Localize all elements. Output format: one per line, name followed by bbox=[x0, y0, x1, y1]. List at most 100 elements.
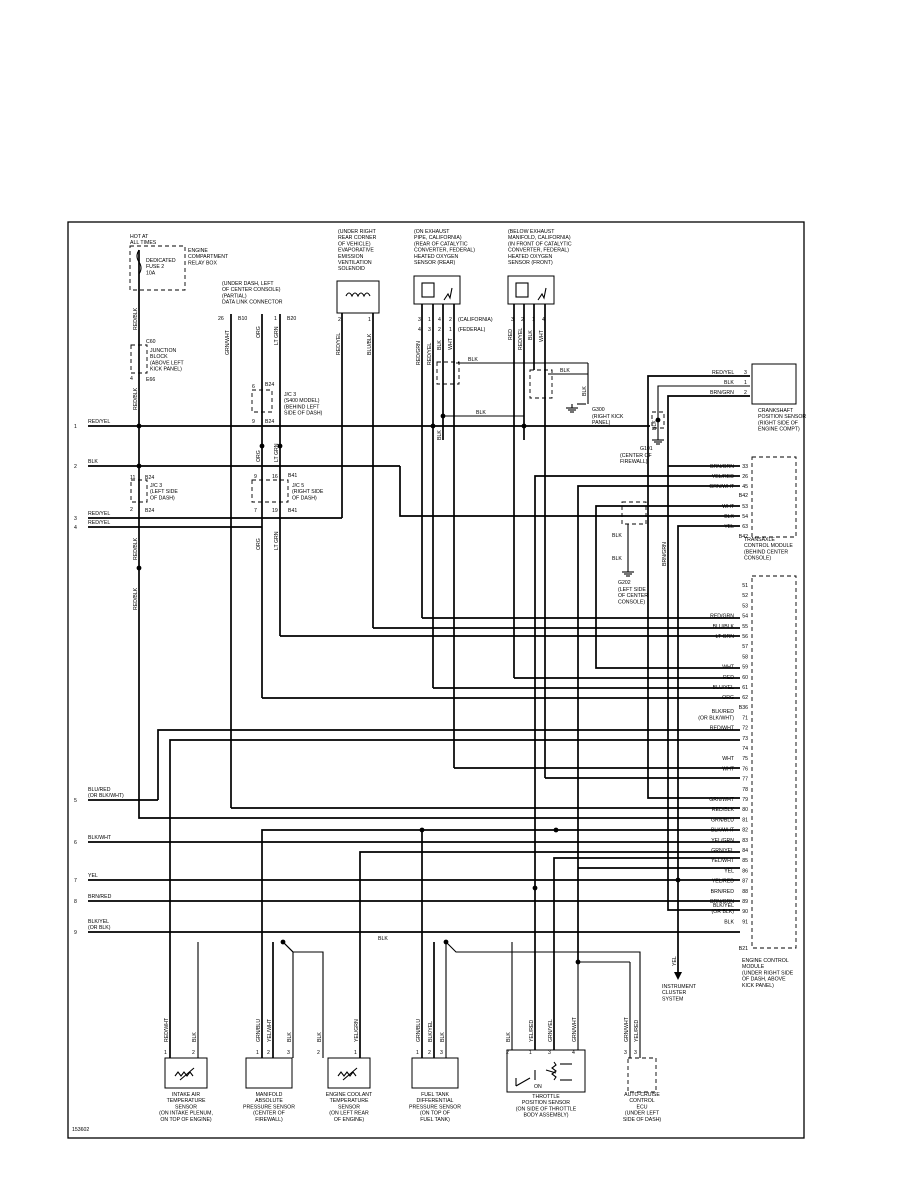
component-wire-label: GRN/YEL bbox=[548, 1019, 554, 1042]
component-pin-number: 1 bbox=[354, 1050, 357, 1056]
component-pin-number: 1 bbox=[164, 1050, 167, 1056]
left-terminal-num: 1 bbox=[74, 424, 77, 430]
wire-ckp-brn-grn bbox=[667, 395, 750, 911]
jc5-conn-a: B41 bbox=[288, 473, 297, 479]
left-terminal-wires bbox=[88, 425, 740, 933]
ect-sensor bbox=[327, 1057, 371, 1089]
component-wire-label: YEL/RED bbox=[634, 1020, 640, 1042]
ecm-pin-wire: BLK/RED(OR BLK/WHT) bbox=[698, 709, 734, 721]
ho2s-front-shield bbox=[529, 369, 553, 399]
ecm-pin-wire: GRN/WHT bbox=[709, 797, 735, 803]
tcm-pin-wire: BLK bbox=[724, 514, 734, 520]
ho2s-rear-shield bbox=[436, 361, 460, 385]
tcm-pin-number: 45 bbox=[742, 484, 748, 490]
ecm-pin-number: 59 bbox=[742, 665, 748, 671]
component-pin-number: 3 bbox=[440, 1050, 443, 1056]
jc5-conn-b: B41 bbox=[288, 508, 297, 514]
ecm-pin-wire: RED/BLK bbox=[712, 807, 735, 813]
g202-id: G202 bbox=[618, 580, 631, 586]
jc3-left-pin-b: 2 bbox=[130, 507, 133, 513]
ecm-pin-number: 54 bbox=[742, 614, 748, 620]
map-sensor bbox=[245, 1057, 293, 1089]
jc3-small-pin-a: 6 bbox=[252, 384, 255, 390]
ecm-pin-number: 61 bbox=[742, 685, 748, 691]
tcm-pin-number: 54 bbox=[742, 514, 748, 520]
wire-ckp-red-yel bbox=[647, 375, 750, 799]
tps-box bbox=[506, 1049, 586, 1093]
iat-box bbox=[164, 1057, 208, 1089]
ecm-pin-number: 51 bbox=[742, 583, 748, 589]
jc3-small-conn-a: B24 bbox=[265, 382, 274, 388]
ecm-pin-wire: YEL/GRN bbox=[711, 838, 734, 844]
ecm-pin-number: 90 bbox=[742, 909, 748, 915]
jc3-left-pin-a: 11 bbox=[130, 475, 135, 481]
jc3-small-pin-b: 9 bbox=[252, 419, 255, 425]
wire-label-wht-ho2s-front: WHT bbox=[539, 329, 545, 342]
ecm-pin-number: 58 bbox=[742, 654, 748, 660]
wire-tcm-grn-wht bbox=[577, 485, 740, 962]
wire-ecm-71 bbox=[157, 729, 740, 800]
wire-tcm-yel bbox=[677, 525, 740, 880]
component-wire-label: BLK bbox=[440, 1032, 446, 1042]
left-terminal-wire-label: RED/YEL bbox=[88, 520, 110, 526]
tps-switch-icon bbox=[515, 1077, 531, 1087]
wire-label-red-yel-ho2s-front: RED/YEL bbox=[518, 328, 524, 350]
left-terminal-num: 5 bbox=[74, 798, 77, 804]
wire-acc-yel-red bbox=[445, 941, 641, 1058]
ckp-wire-1: RED/YEL bbox=[712, 370, 734, 376]
tcm-pin-wire: YEL bbox=[724, 524, 734, 530]
jc5-pin-d: 19 bbox=[272, 508, 278, 514]
ecm-pin-number: 71 bbox=[742, 715, 748, 721]
jc3-left-conn-b: B24 bbox=[145, 508, 154, 514]
wire-label-blk-g202-2: BLK bbox=[612, 556, 622, 562]
ecm-pin-wire: BLU/BLK bbox=[713, 624, 735, 630]
component-pin-number: 4 bbox=[572, 1050, 575, 1056]
relay-box-outline bbox=[129, 245, 186, 291]
component-pin-number: 2 bbox=[192, 1050, 195, 1056]
ecm-pin-wire: BLK bbox=[724, 919, 734, 925]
ho2s-front-pin-2: 2 bbox=[521, 317, 524, 323]
ecm-pin-wire: BRN/GRN bbox=[710, 899, 734, 905]
ecm-pin-number: 73 bbox=[742, 736, 748, 742]
dlc-pin-1: 1 bbox=[274, 316, 277, 322]
cluster-wire-label: YEL bbox=[672, 956, 678, 966]
jc5-outline bbox=[251, 479, 289, 503]
ckp-pin-2: 1 bbox=[744, 380, 747, 386]
wire-label-brn-grn-tcm: BRN/GRN bbox=[662, 542, 668, 566]
component-pin-number: 1 bbox=[529, 1050, 532, 1056]
component-pin-number: 2 bbox=[317, 1050, 320, 1056]
component-wire-label: BLK bbox=[317, 1032, 323, 1042]
ftdp-box bbox=[411, 1057, 459, 1089]
wire-label-red-yel-ho2s-rear: RED/YEL bbox=[427, 343, 433, 365]
ecm-pin-number: 60 bbox=[742, 675, 748, 681]
ecm-pin-number: 53 bbox=[742, 603, 748, 609]
wire-label-red-yel-evap: RED/YEL bbox=[336, 333, 342, 355]
ecm-pin-number: 76 bbox=[742, 766, 748, 772]
tps-sensor: ON bbox=[506, 1049, 586, 1093]
ecm-pin-number: 84 bbox=[742, 848, 748, 854]
component-wire-label: YEL/WHT bbox=[267, 1018, 273, 1042]
left-terminal-num: 7 bbox=[74, 878, 77, 884]
wire-map-blk bbox=[282, 941, 294, 1058]
jc5-pin-b: 16 bbox=[272, 474, 278, 480]
g202-shield bbox=[621, 501, 647, 525]
left-terminal-num: 3 bbox=[74, 516, 77, 522]
ecm-pin-number: 88 bbox=[742, 889, 748, 895]
ho2s-rear-note-ca: (CALIFORNIA) bbox=[458, 317, 493, 323]
